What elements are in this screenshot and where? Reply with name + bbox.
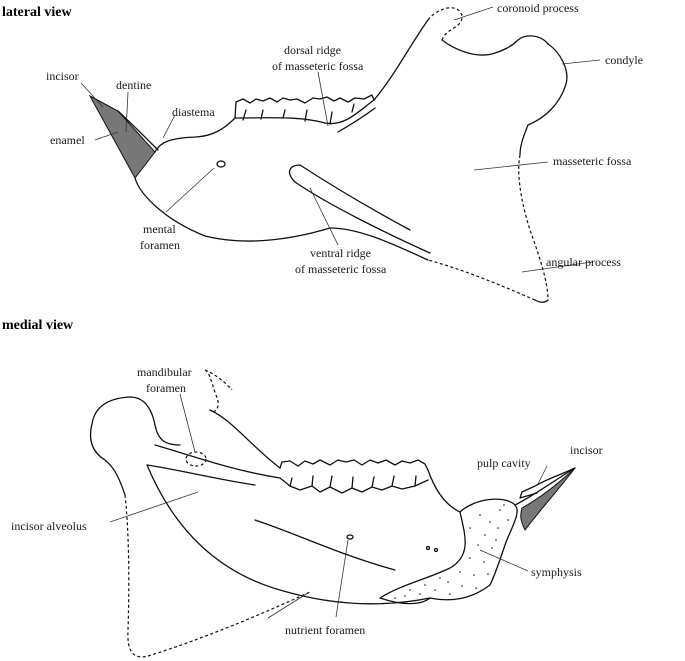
lateral-view-heading: lateral view bbox=[2, 5, 72, 20]
label-nutrient-foramen: nutrient foramen bbox=[285, 623, 365, 637]
label-dorsal-ridge-line1: dorsal ridge bbox=[284, 43, 341, 57]
label-incisor-alveolus: incisor alveolus bbox=[11, 519, 87, 533]
label-symphysis: symphysis bbox=[531, 565, 582, 579]
label-mental-foramen-line2: foramen bbox=[140, 238, 180, 252]
label-mandibular-foramen-line2: foramen bbox=[146, 381, 186, 395]
label-dorsal-ridge-line2: of masseteric fossa bbox=[272, 59, 364, 73]
medial-leader-lines bbox=[109, 393, 548, 619]
label-pulp-cavity: pulp cavity bbox=[477, 456, 531, 470]
label-diastema: diastema bbox=[172, 105, 215, 119]
symphysis-stipple bbox=[394, 504, 509, 599]
label-medial-incisor: incisor bbox=[570, 443, 603, 457]
label-dentine: dentine bbox=[116, 78, 151, 92]
label-ventral-ridge-line2: of masseteric fossa bbox=[295, 262, 387, 276]
label-mandibular-foramen-line1: mandibular bbox=[137, 365, 192, 379]
medial-jaw-drawing bbox=[89, 369, 576, 658]
lateral-leader-lines bbox=[80, 6, 601, 273]
label-angular-process: angular process bbox=[546, 255, 621, 269]
label-condyle: condyle bbox=[605, 53, 643, 67]
label-enamel: enamel bbox=[50, 133, 85, 147]
label-mental-foramen-line1: mental bbox=[143, 222, 176, 236]
lateral-jaw-drawing bbox=[88, 7, 568, 303]
label-ventral-ridge-line1: ventral ridge bbox=[310, 246, 371, 260]
medial-view-heading: medial view bbox=[2, 318, 74, 333]
label-lateral-incisor: incisor bbox=[46, 69, 79, 83]
label-masseteric-fossa: masseteric fossa bbox=[553, 154, 632, 168]
label-coronoid-process: coronoid process bbox=[497, 1, 579, 15]
